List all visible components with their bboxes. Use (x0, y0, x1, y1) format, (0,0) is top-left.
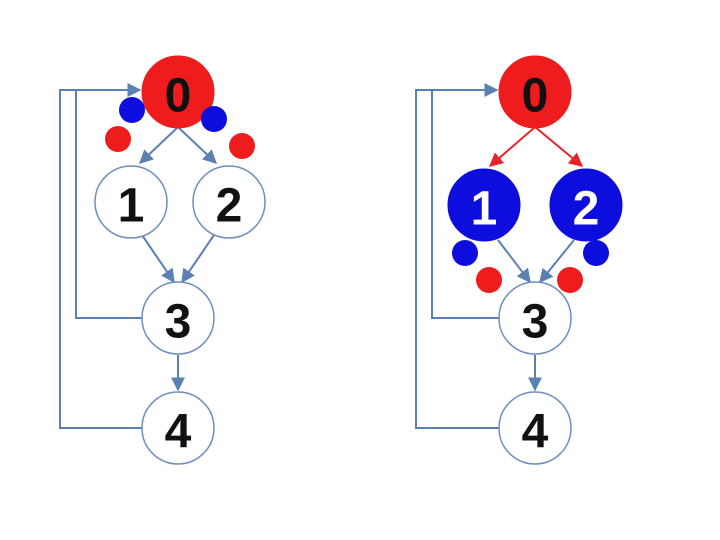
left-token-red-a (105, 126, 131, 152)
right-edge-1-3 (497, 239, 531, 284)
left-graph: 0 1 2 3 4 (59, 55, 266, 465)
right-node-0 (498, 55, 572, 129)
left-token-blue-b (201, 106, 227, 132)
right-graph: 0 1 2 3 4 (415, 55, 623, 465)
left-token-blue-a (119, 97, 145, 123)
left-edge-3-0-loop (75, 83, 142, 319)
left-node-4-label: 4 (165, 406, 192, 459)
right-node-4 (498, 391, 572, 465)
left-node-1-label: 1 (118, 180, 145, 233)
right-edge-0-2 (534, 126, 584, 167)
left-node-4 (141, 391, 215, 465)
left-edge-0-2 (177, 126, 218, 164)
right-token-blue-b (583, 240, 609, 266)
right-edge-2-3 (539, 239, 575, 284)
left-node-2-label: 2 (216, 180, 243, 233)
left-node-3-label: 3 (165, 296, 192, 349)
right-token-red-a (476, 267, 502, 293)
right-node-1-label: 1 (471, 183, 498, 236)
left-node-3 (141, 281, 215, 355)
left-node-0-label: 0 (165, 70, 192, 123)
right-node-2-label: 2 (573, 183, 600, 236)
left-node-0 (141, 55, 215, 129)
right-node-3 (498, 281, 572, 355)
left-node-2 (192, 165, 266, 239)
right-node-3-label: 3 (522, 296, 549, 349)
right-node-4-label: 4 (522, 406, 549, 459)
left-edge-0-1 (138, 126, 179, 164)
right-node-0-label: 0 (522, 70, 549, 123)
right-token-red-b (557, 267, 583, 293)
right-edge-0-1 (488, 126, 536, 167)
left-token-red-b (229, 133, 255, 159)
left-edge-4-0-loop (59, 89, 142, 429)
left-edge-2-3 (181, 234, 215, 284)
right-edge-4-0-loop (415, 89, 499, 429)
right-token-blue-a (452, 240, 478, 266)
right-node-1 (447, 168, 521, 242)
left-node-1 (94, 165, 168, 239)
right-node-2 (549, 168, 623, 242)
left-edge-1-3 (141, 234, 175, 284)
right-edge-3-0-loop (431, 83, 499, 319)
